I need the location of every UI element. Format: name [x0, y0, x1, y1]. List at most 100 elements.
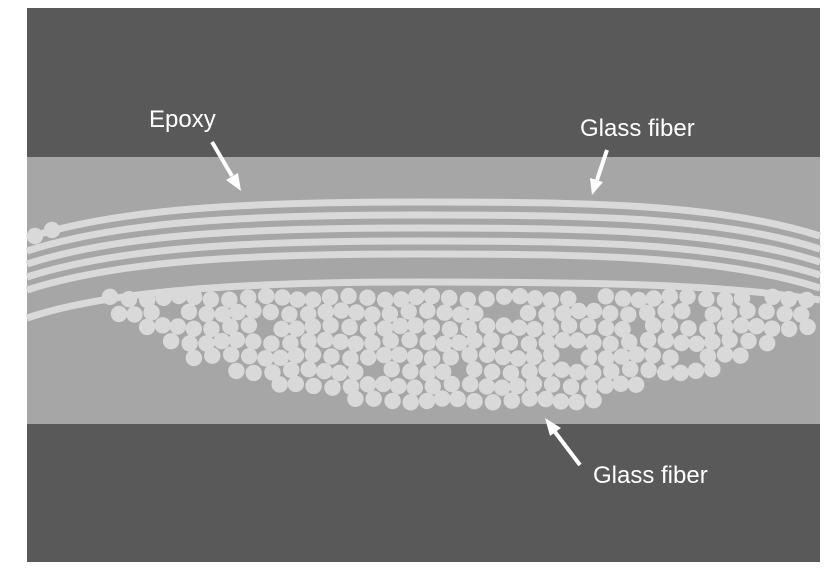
fiber-cross-section — [423, 350, 441, 367]
fiber-cross-section — [484, 394, 502, 411]
fiber-cross-section — [478, 378, 495, 395]
fiber-cross-section — [555, 305, 572, 322]
fiber-cross-section — [449, 390, 466, 408]
fiber-cross-section — [324, 379, 341, 396]
fiber-cross-section — [581, 379, 598, 396]
fiber-cross-section — [170, 287, 187, 305]
fiber-cross-section — [764, 288, 781, 305]
fiber-cross-section — [614, 290, 632, 307]
fiber-cross-section — [375, 375, 392, 393]
fiber-cross-section — [321, 289, 339, 306]
fiber-cross-section — [538, 334, 555, 351]
fiber-cross-section — [716, 346, 734, 363]
fiber-cross-section — [390, 378, 407, 395]
fiber-cross-section — [639, 331, 657, 349]
fiber-cross-section — [169, 318, 187, 335]
fiber-cross-section — [43, 221, 61, 239]
fiber-cross-section — [612, 375, 629, 392]
fiber-cross-section — [407, 317, 424, 334]
fiber-cross-section — [467, 305, 484, 322]
fiber-cross-section — [466, 332, 483, 349]
fiber-cross-section — [585, 364, 602, 382]
fiber-cross-section — [443, 375, 460, 393]
epoxy-label: Epoxy — [149, 106, 216, 133]
fiber-cross-section — [223, 346, 240, 363]
fiber-cross-section — [359, 320, 377, 338]
fiber-cross-section — [509, 350, 527, 367]
fiber-cross-section — [585, 334, 602, 351]
fiber-cross-section — [274, 289, 291, 306]
fiber-cross-section — [598, 319, 615, 337]
fiber-cross-section — [780, 320, 798, 338]
fiber-cross-section — [347, 363, 364, 381]
fiber-cross-section — [304, 291, 322, 308]
fiber-cross-section — [496, 288, 513, 305]
fiber-cross-section — [560, 317, 578, 334]
fiber-cross-section — [542, 319, 560, 337]
fiber-cross-section — [644, 317, 662, 334]
fiber-cross-section-cluster — [26, 221, 816, 411]
fiber-cross-section — [228, 362, 245, 380]
fiber-cross-section — [203, 320, 220, 338]
fiber-cross-section — [597, 288, 614, 305]
fiber-cross-section — [139, 291, 156, 309]
fiber-cross-section — [644, 347, 661, 364]
fiber-cross-section — [520, 335, 538, 353]
fiber-cross-section — [602, 305, 619, 322]
fiber-cross-section — [645, 290, 662, 307]
fiber-cross-section — [716, 291, 734, 309]
fiber-cross-section — [542, 291, 560, 309]
fiber-cross-section — [562, 378, 580, 395]
fiber-cross-section — [180, 303, 198, 320]
fiber-cross-section — [283, 361, 300, 379]
fiber-cross-section — [519, 304, 537, 322]
fiber-strand — [25, 237, 822, 281]
fiber-cross-section — [510, 319, 528, 336]
fiber-cross-section — [110, 305, 128, 323]
fiber-cross-section — [739, 302, 756, 319]
fiber-cross-section — [222, 318, 239, 335]
fiber-cross-section — [214, 306, 231, 323]
fiber-cross-section — [560, 290, 577, 307]
fiber-cross-section — [300, 332, 317, 350]
fiber-cross-section — [657, 302, 674, 320]
fiber-cross-section — [704, 333, 721, 350]
fiber-cross-section — [287, 347, 305, 364]
fiber-cross-section — [245, 302, 262, 319]
fiber-cross-section — [614, 321, 631, 338]
fiber-cross-section — [699, 348, 717, 365]
fiber-cross-section — [733, 317, 750, 334]
fiber-cross-section — [240, 289, 257, 306]
fiber-cross-section — [365, 390, 382, 407]
fiber-cross-section — [288, 320, 305, 337]
fiber-cross-section — [383, 361, 400, 378]
fiber-cross-section — [525, 348, 543, 366]
fiber-cross-section — [627, 376, 645, 393]
fiber-cross-section — [364, 334, 381, 352]
fiber-cross-section — [401, 331, 418, 349]
fiber-cross-section — [340, 287, 357, 305]
fiber-cross-section — [419, 364, 436, 382]
fiber-cross-section — [568, 363, 586, 381]
fiber-cross-section — [763, 320, 781, 337]
fiber-cross-section — [597, 377, 614, 394]
fiber-cross-section — [264, 364, 281, 381]
fiber-cross-section — [342, 350, 359, 367]
fiber-cross-section — [793, 306, 810, 323]
fiber-cross-section — [585, 392, 602, 409]
fiber-cross-section — [359, 289, 376, 306]
fiber-cross-section — [483, 332, 500, 349]
fiber-cross-section — [602, 335, 619, 352]
fiber-cross-section — [418, 392, 436, 410]
fiber-cross-section — [377, 291, 394, 308]
fiber-cross-section — [699, 321, 716, 338]
fiber-cross-section — [733, 290, 751, 307]
fiber-cross-section — [478, 317, 496, 334]
fiber-cross-section — [441, 321, 459, 338]
fiber-cross-section — [273, 320, 290, 338]
fiber-strand — [25, 250, 822, 294]
fiber-cross-section — [759, 335, 776, 352]
fiber-cross-section — [501, 334, 519, 351]
arrow-epoxy — [210, 140, 241, 191]
fiber-cross-section — [603, 363, 620, 380]
